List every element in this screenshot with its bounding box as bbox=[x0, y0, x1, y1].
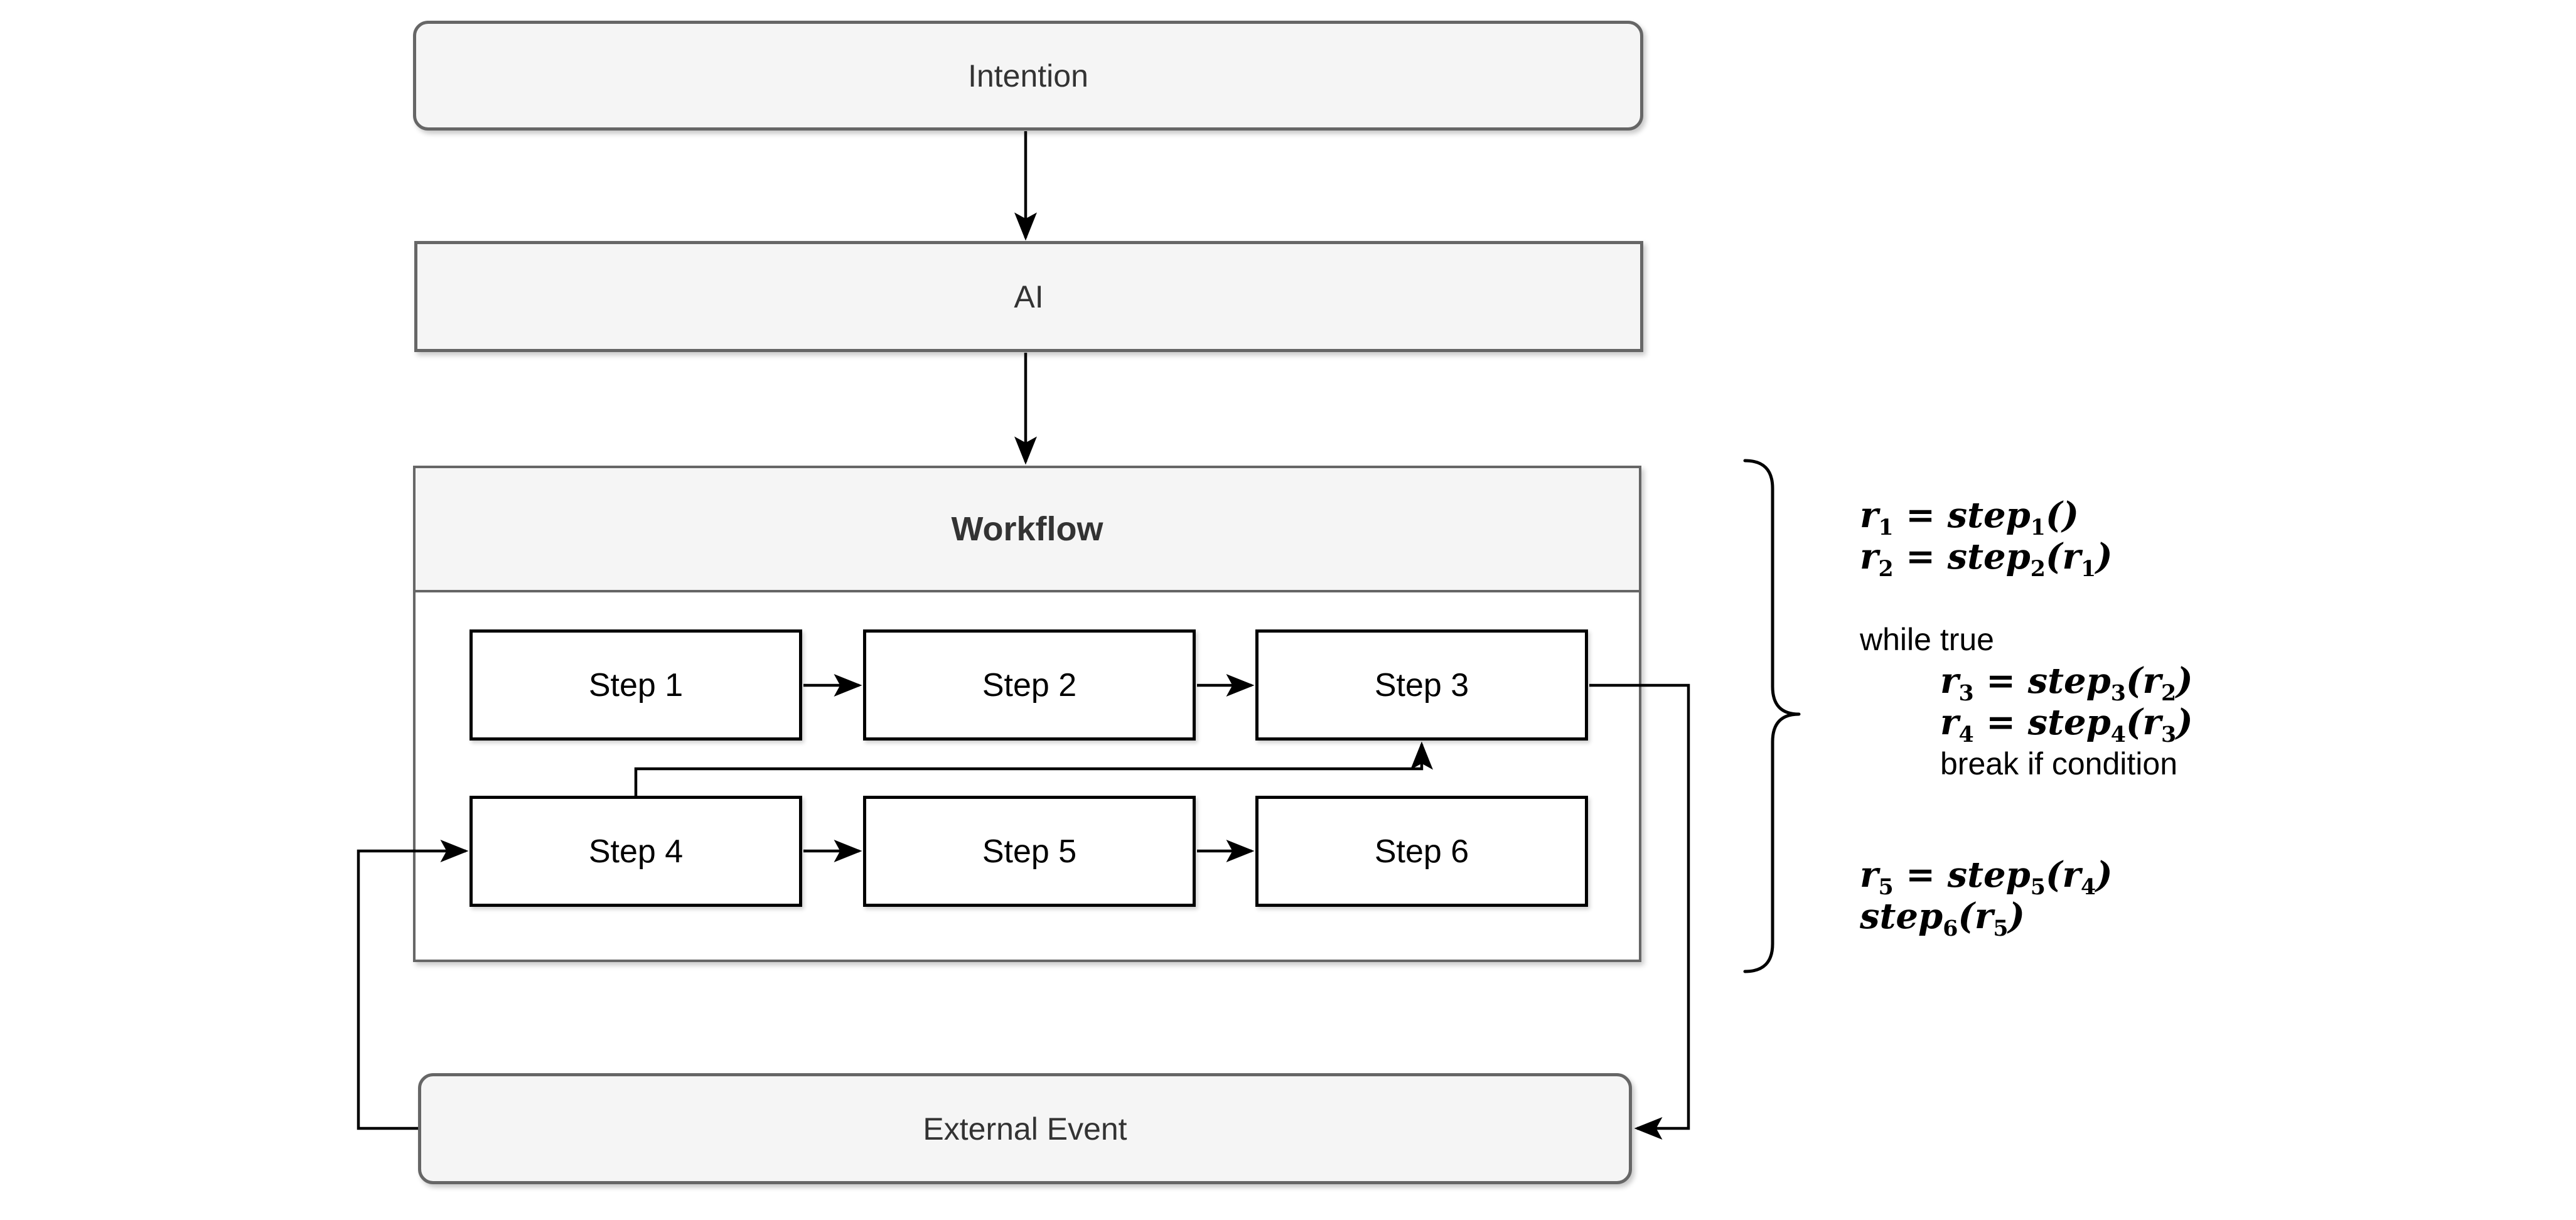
node-step-5-label: Step 5 bbox=[982, 833, 1077, 870]
pseudocode-line: while true bbox=[1860, 622, 1994, 657]
node-intention: Intention bbox=[413, 21, 1643, 131]
pseudocode-line: break if condition bbox=[1940, 746, 2178, 781]
node-step-2: Step 2 bbox=[863, 629, 1196, 741]
pseudocode-line bbox=[1860, 784, 2519, 826]
node-step-6-label: Step 6 bbox=[1374, 833, 1469, 870]
pseudocode-line bbox=[1860, 577, 2519, 619]
node-ai: AI bbox=[414, 241, 1643, 352]
node-step-1: Step 1 bbox=[470, 629, 802, 741]
node-step-3-label: Step 3 bbox=[1374, 666, 1469, 704]
pseudocode-line: step6(r5) bbox=[1860, 896, 2026, 942]
pseudocode-line: r5 = step5(r4) bbox=[1860, 854, 2113, 901]
node-step-4: Step 4 bbox=[470, 796, 802, 907]
node-step-2-label: Step 2 bbox=[982, 666, 1077, 704]
node-step-4-label: Step 4 bbox=[588, 833, 684, 870]
node-external-event: External Event bbox=[418, 1073, 1632, 1184]
pseudocode-line: r1 = step1() bbox=[1860, 495, 2079, 541]
pseudocode-line: r2 = step2(r1) bbox=[1860, 536, 2113, 582]
pseudocode-line: r3 = step3(r2) bbox=[1940, 660, 2193, 707]
node-step-3: Step 3 bbox=[1255, 629, 1588, 741]
workflow-header: Workflow bbox=[416, 468, 1639, 592]
node-step-5: Step 5 bbox=[863, 796, 1196, 907]
node-external-event-label: External Event bbox=[923, 1111, 1127, 1147]
node-ai-label: AI bbox=[1014, 279, 1044, 314]
curly-brace bbox=[1743, 459, 1801, 973]
node-intention-label: Intention bbox=[968, 58, 1088, 94]
node-workflow-label: Workflow bbox=[951, 510, 1103, 548]
node-step-6: Step 6 bbox=[1255, 796, 1588, 907]
pseudocode-line: r4 = step4(r3) bbox=[1940, 702, 2193, 748]
node-step-1-label: Step 1 bbox=[588, 666, 684, 704]
